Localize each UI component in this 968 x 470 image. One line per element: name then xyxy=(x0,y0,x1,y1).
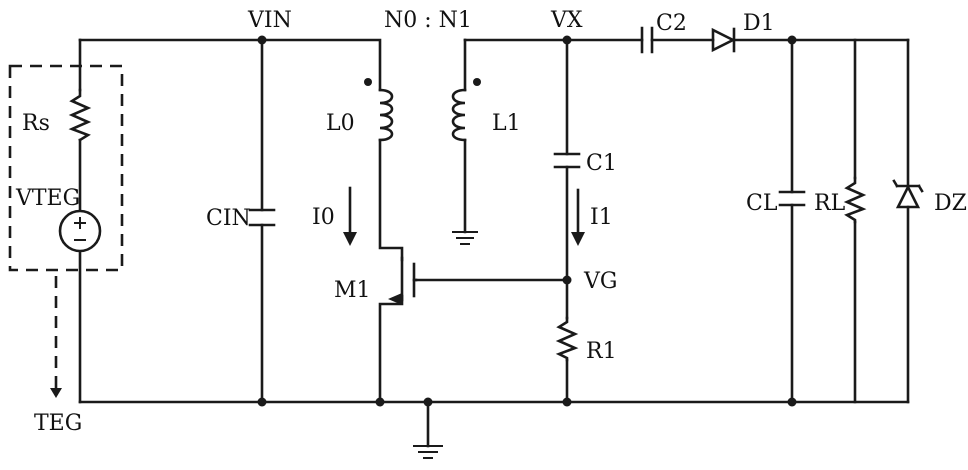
capacitor-cl xyxy=(780,192,804,205)
junction-bottom-r1 xyxy=(563,398,572,407)
junction-vg xyxy=(563,276,572,285)
junction-bottom-ground xyxy=(424,398,433,407)
inductor-l1 xyxy=(453,90,465,140)
junction-vin xyxy=(258,36,267,45)
label-i0: I0 xyxy=(312,205,335,230)
label-rs: Rs xyxy=(22,111,50,136)
label-c2: C2 xyxy=(656,11,687,36)
label-i1: I1 xyxy=(590,205,613,230)
label-turns-ratio: N0 : N1 xyxy=(384,8,472,33)
wire-source xyxy=(380,296,402,402)
current-arrowhead-i0 xyxy=(343,232,357,246)
label-c1: C1 xyxy=(586,151,617,176)
junction-bottom-cl xyxy=(788,398,797,407)
label-teg: TEG xyxy=(34,411,82,436)
diode-d1 xyxy=(713,30,733,50)
label-vx: VX xyxy=(550,8,583,33)
l1-polarity-dot xyxy=(473,78,481,86)
capacitor-cin xyxy=(250,210,274,225)
current-arrowhead-i1 xyxy=(571,232,585,246)
label-cl: CL xyxy=(746,191,778,216)
label-rl: RL xyxy=(814,191,846,216)
teg-dashed-box xyxy=(10,66,122,270)
label-m1: M1 xyxy=(334,278,371,303)
label-dz: DZ xyxy=(934,191,967,216)
label-vg: VG xyxy=(583,269,617,294)
label-vin: VIN xyxy=(247,8,292,33)
label-l0: L0 xyxy=(326,111,355,136)
resistor-rs xyxy=(72,90,88,140)
zener-dz xyxy=(898,187,918,207)
junction-bottom-source xyxy=(376,398,385,407)
l0-polarity-dot xyxy=(364,78,372,86)
label-vteg: VTEG xyxy=(15,186,80,211)
label-r1: R1 xyxy=(586,339,617,364)
junction-vx xyxy=(563,36,572,45)
resistor-rl xyxy=(847,178,863,222)
wire-l0-drain xyxy=(380,140,402,260)
junction-d1-out xyxy=(788,36,797,45)
capacitor-c1 xyxy=(555,154,579,167)
teg-arrowhead xyxy=(50,388,62,398)
label-l1: L1 xyxy=(492,111,521,136)
label-d1: D1 xyxy=(743,11,775,36)
vteg-plus xyxy=(74,217,86,229)
label-cin: CIN xyxy=(206,206,251,231)
junction-bottom-cin xyxy=(258,398,267,407)
wire-top-left xyxy=(80,40,380,90)
inductor-l0 xyxy=(380,90,392,140)
capacitor-c2 xyxy=(642,28,652,52)
resistor-r1 xyxy=(559,318,575,360)
